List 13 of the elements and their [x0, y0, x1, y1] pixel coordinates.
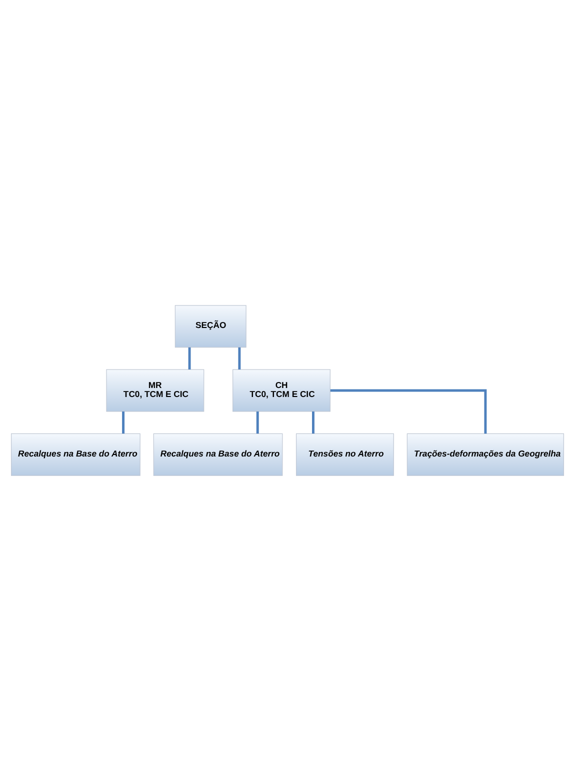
- node-box: Tensões no Aterro: [296, 432, 394, 476]
- node-box: MR TC0, TCM E CIC: [106, 368, 204, 412]
- connector: [256, 410, 259, 434]
- connector: [122, 410, 125, 434]
- connector: [312, 410, 314, 434]
- node-box: CH TC0, TCM E CIC: [232, 368, 330, 412]
- node-box: Recalques na Base do Aterro: [10, 432, 140, 476]
- connector: [330, 388, 487, 434]
- node-box: SEÇÃO: [174, 304, 246, 348]
- node-box: Recalques na Base do Aterro: [153, 432, 283, 476]
- node-box: Trações-deformações da Geogrelha: [406, 432, 564, 476]
- connector: [238, 346, 241, 369]
- connector: [188, 346, 191, 369]
